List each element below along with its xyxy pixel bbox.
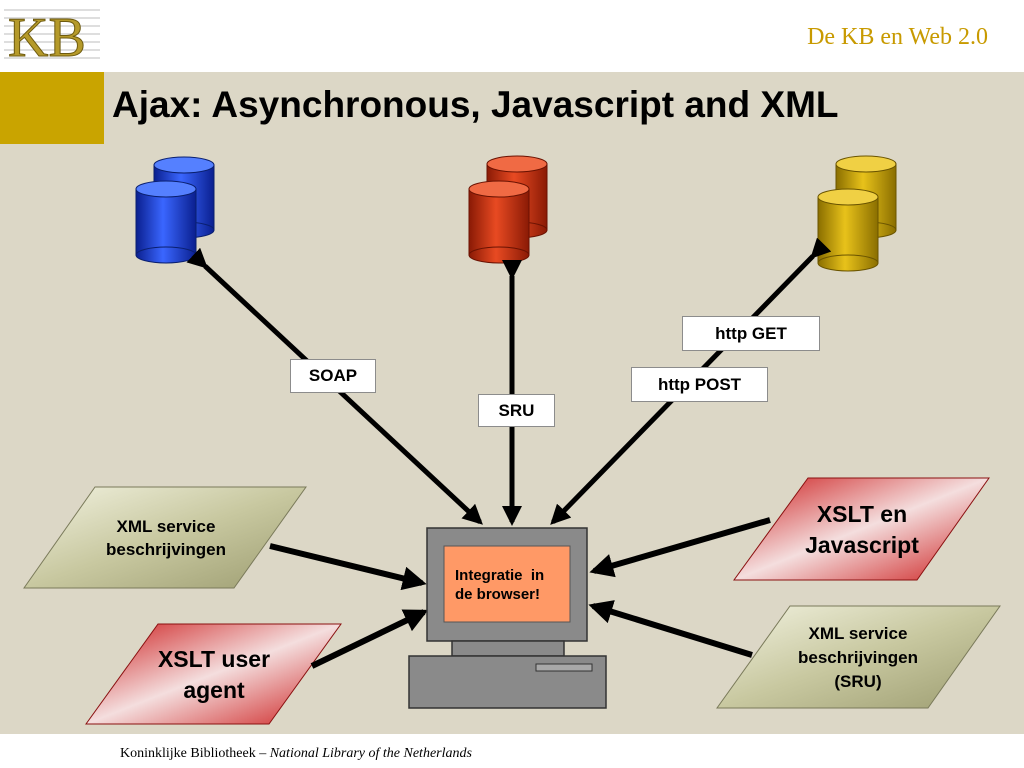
footer-org: Koninklijke Bibliotheek –: [120, 746, 270, 761]
input-arrows: [269, 517, 771, 669]
sru-label: SRU: [478, 394, 555, 427]
header-title: De KB en Web 2.0: [807, 24, 988, 50]
xml-service-sru-text: XML service beschrijvingen (SRU): [772, 622, 944, 694]
blue-database-icon: [135, 156, 215, 264]
soap-label: SOAP: [290, 359, 376, 393]
svg-text:KB: KB: [8, 7, 86, 68]
slide-title: Ajax: Asynchronous, Javascript and XML: [112, 84, 839, 125]
screen-text-line2: de browser!: [455, 586, 541, 603]
red-database-icon: [468, 155, 548, 264]
footer-text: Koninklijke Bibliotheek – National Libra…: [120, 746, 472, 762]
xml-service-left-line2: beschrijvingen: [106, 540, 226, 559]
xslt-javascript-text: XSLT en Javascript: [778, 499, 946, 561]
computer-icon: [408, 527, 607, 709]
kb-logo: KB: [0, 0, 104, 70]
xml-service-left-shape: [23, 486, 307, 589]
footer: [0, 734, 1024, 768]
xml-service-sru-line2: beschrijvingen: [798, 648, 918, 667]
xml-service-left-line1: XML service: [116, 517, 216, 536]
footer-org-en: National Library of the Netherlands: [269, 746, 472, 761]
xslt-javascript-shape: [733, 477, 990, 581]
xml-service-sru-line1: XML service: [808, 624, 908, 643]
http-get-label: http GET: [682, 316, 820, 351]
xslt-javascript-line2: Javascript: [805, 532, 919, 558]
xslt-user-agent-line2: agent: [183, 677, 245, 703]
xslt-user-agent-text: XSLT user agent: [128, 644, 300, 706]
xslt-user-agent-line1: XSLT user: [157, 646, 271, 672]
xml-service-sru-shape: [716, 605, 1001, 709]
gold-accent-square: [0, 72, 104, 144]
xslt-javascript-line1: XSLT en: [816, 501, 908, 527]
screen-text-line1: Integratie in: [455, 567, 545, 584]
xslt-user-agent-shape: [85, 623, 342, 725]
gold-database-icon: [817, 155, 897, 272]
screen-text: Integratie in de browser!: [455, 566, 565, 604]
xml-service-sru-line3: (SRU): [834, 672, 882, 691]
http-post-label: http POST: [631, 367, 768, 402]
header: [0, 0, 1024, 72]
xml-service-left-text: XML service beschrijvingen: [80, 514, 252, 562]
